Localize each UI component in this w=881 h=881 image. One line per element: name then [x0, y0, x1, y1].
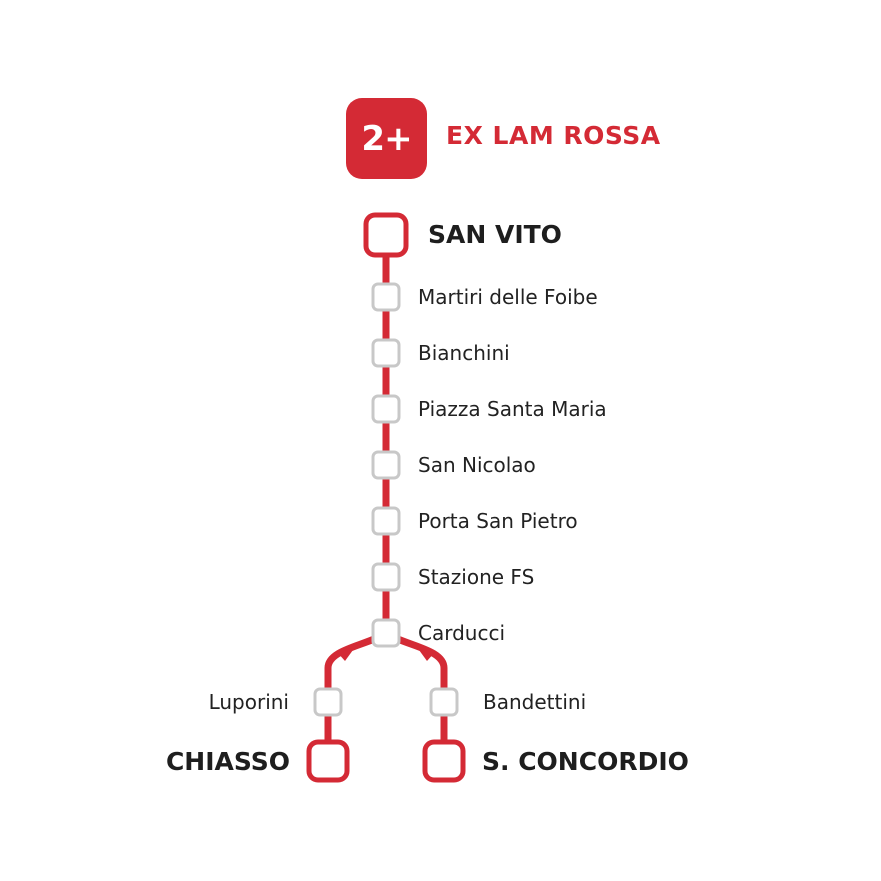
stop-label: San Nicolao [418, 453, 536, 477]
stop-label: Porta San Pietro [418, 509, 578, 533]
direction-arrow-left [337, 650, 353, 661]
stop-marker [371, 282, 401, 312]
stop-label: Carducci [418, 621, 506, 645]
stop-marker-terminus-chiasso [306, 739, 350, 783]
stop-label: Bianchini [418, 341, 510, 365]
line-name: EX LAM ROSSA [446, 121, 661, 150]
stop-marker-branch-right [429, 687, 459, 717]
branch-stop-label-left: Luporini [208, 690, 289, 714]
origin-station-label: SAN VITO [428, 220, 562, 249]
stop-label: Martiri delle Foibe [418, 285, 598, 309]
branch-stop-label-right: Bandettini [483, 690, 587, 714]
terminus-label-left: CHIASSO [165, 747, 290, 776]
stop-marker [371, 450, 401, 480]
stop-marker [371, 562, 401, 592]
stop-marker [371, 338, 401, 368]
stop-marker-branch-left [313, 687, 343, 717]
stop-marker-terminus-s-concordio [422, 739, 466, 783]
stop-marker-origin [363, 212, 409, 258]
stop-marker [371, 618, 401, 648]
terminus-label-right: S. CONCORDIO [482, 747, 689, 776]
stop-marker [371, 506, 401, 536]
stop-marker [371, 394, 401, 424]
line-number-badge: 2+ [346, 98, 427, 179]
stop-label: Stazione FS [418, 565, 535, 589]
stop-label: Piazza Santa Maria [418, 397, 607, 421]
line-number: 2+ [361, 118, 412, 159]
direction-arrow-right [419, 650, 435, 661]
